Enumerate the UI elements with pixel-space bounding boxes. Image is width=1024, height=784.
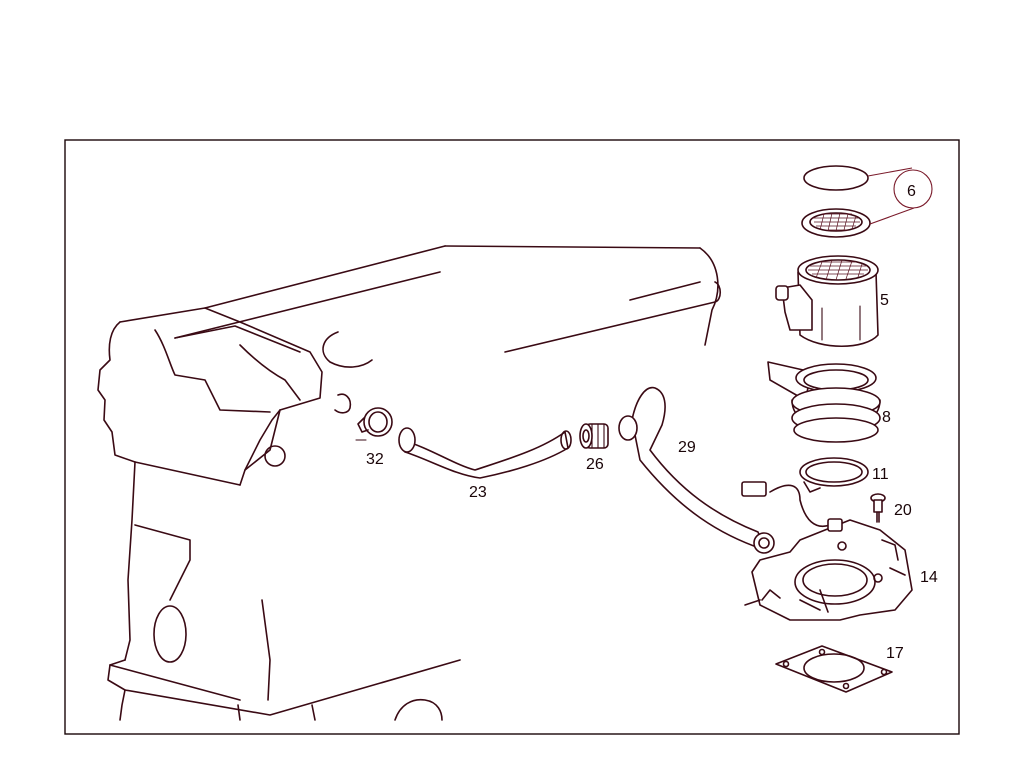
part-11-clamp-ring <box>799 457 869 493</box>
diagram-frame <box>64 139 960 735</box>
label-17: 17 <box>886 645 904 662</box>
label-8: 8 <box>882 409 891 426</box>
part-23-breather-hose <box>398 427 572 479</box>
label-6: 6 <box>907 183 916 200</box>
label-5: 5 <box>880 292 889 309</box>
label-29: 29 <box>678 439 696 456</box>
part-5-air-mass-meter <box>775 255 879 348</box>
label-23: 23 <box>469 484 487 501</box>
label-32: 32 <box>366 451 384 468</box>
label-11: 11 <box>872 466 889 483</box>
part-14-throttle-housing <box>741 481 913 621</box>
label-20: 20 <box>894 502 912 519</box>
label-26: 26 <box>586 456 604 473</box>
part-20-screw <box>870 493 886 523</box>
part-29-intake-hose <box>618 386 775 554</box>
engine-block <box>97 245 722 721</box>
part-17-gasket <box>775 645 893 693</box>
label-14: 14 <box>920 569 938 586</box>
part-32-hose-clamp <box>355 407 393 441</box>
part-6-seal-and-screen <box>801 165 933 238</box>
part-26-connector-fitting <box>579 423 609 449</box>
part-8-rubber-bellows <box>767 361 881 443</box>
